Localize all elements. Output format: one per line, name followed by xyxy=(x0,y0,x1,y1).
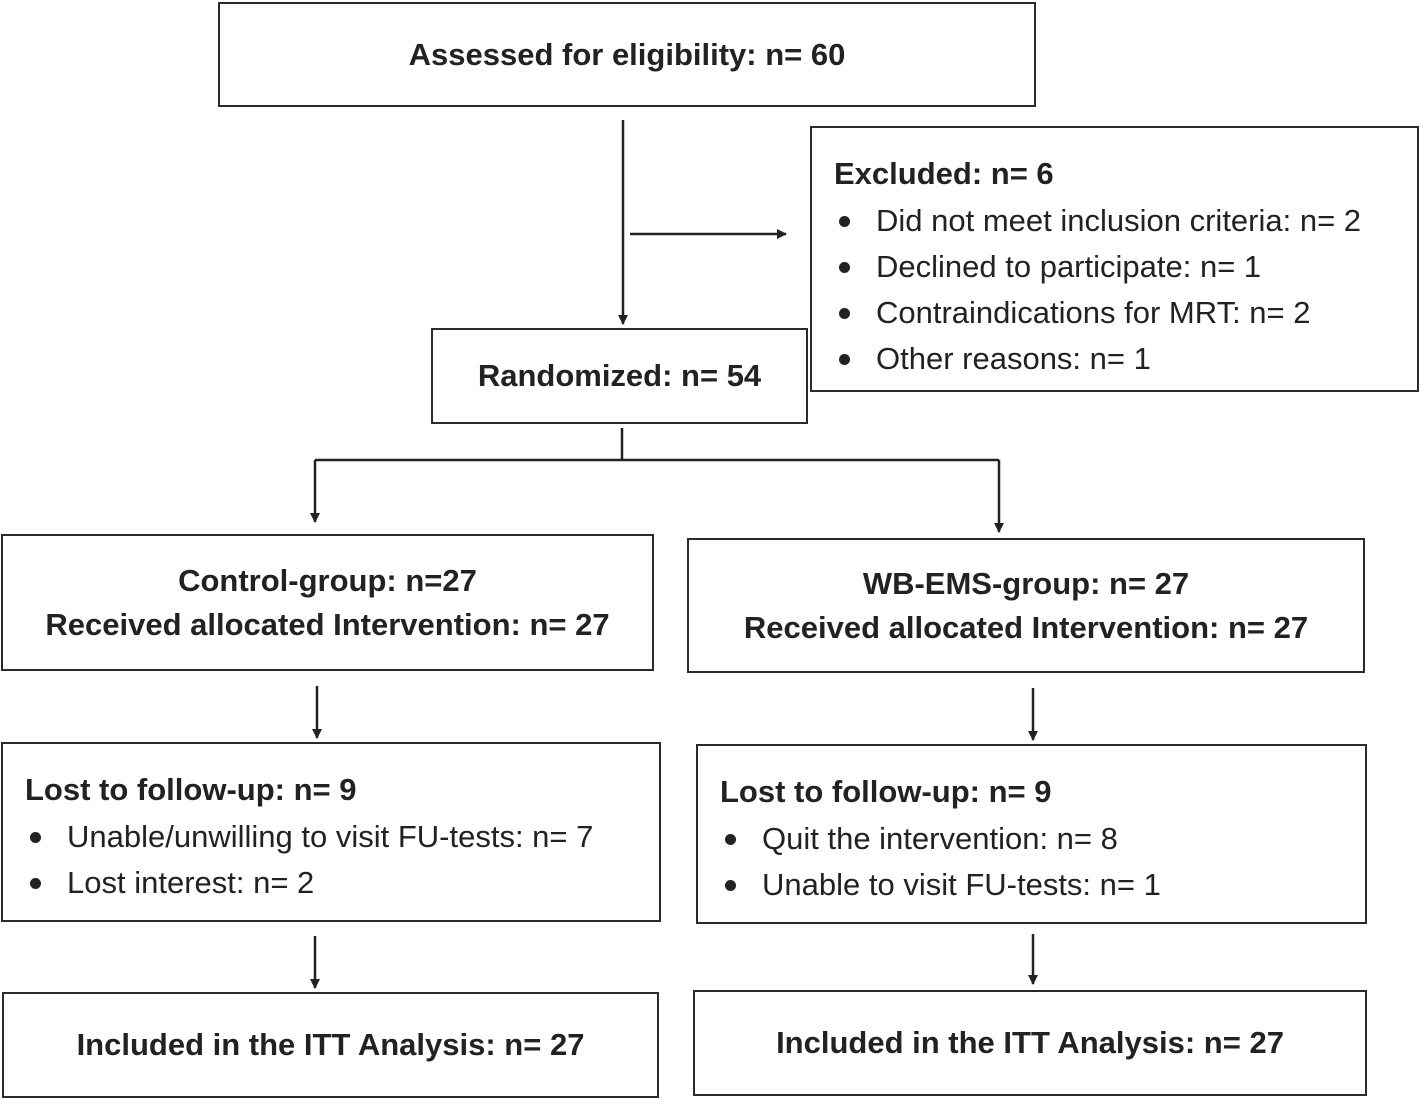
assessed-box: Assessed for eligibility: n= 60 xyxy=(218,2,1036,107)
excluded-title: Excluded: n= 6 xyxy=(834,156,1054,191)
wbems-received-label: Received allocated Intervention: n= 27 xyxy=(743,609,1309,645)
control-itt-box: Included in the ITT Analysis: n= 27 xyxy=(2,992,659,1098)
excluded-list: Did not meet inclusion criteria: n= 2 De… xyxy=(834,198,1395,382)
wbems-lost-list: Quit the intervention: n= 8 Unable to vi… xyxy=(720,816,1343,908)
list-item: Declined to participate: n= 1 xyxy=(834,244,1395,290)
randomized-label: Randomized: n= 54 xyxy=(477,358,762,393)
control-itt-label: Included in the ITT Analysis: n= 27 xyxy=(76,1027,585,1062)
list-item: Unable to visit FU-tests: n= 1 xyxy=(720,862,1343,908)
control-received-label: Received allocated Intervention: n= 27 xyxy=(45,606,610,642)
control-lost-title: Lost to follow-up: n= 9 xyxy=(25,772,357,807)
excluded-box: Excluded: n= 6 Did not meet inclusion cr… xyxy=(810,126,1419,392)
control-group-box: Control-group: n=27 Received allocated I… xyxy=(1,534,654,671)
control-group-label: Control-group: n=27 xyxy=(178,562,477,598)
list-item: Did not meet inclusion criteria: n= 2 xyxy=(834,198,1395,244)
list-item: Unable/unwilling to visit FU-tests: n= 7 xyxy=(25,814,637,860)
list-item: Quit the intervention: n= 8 xyxy=(720,816,1343,862)
control-lost-list: Unable/unwilling to visit FU-tests: n= 7… xyxy=(25,814,637,906)
control-lost-box: Lost to follow-up: n= 9 Unable/unwilling… xyxy=(1,742,661,922)
wbems-lost-title: Lost to follow-up: n= 9 xyxy=(720,774,1052,809)
wbems-lost-box: Lost to follow-up: n= 9 Quit the interve… xyxy=(696,744,1367,924)
list-item: Other reasons: n= 1 xyxy=(834,336,1395,382)
wbems-itt-label: Included in the ITT Analysis: n= 27 xyxy=(776,1025,1284,1060)
list-item: Contraindications for MRT: n= 2 xyxy=(834,290,1395,336)
list-item: Lost interest: n= 2 xyxy=(25,860,637,906)
assessed-label: Assessed for eligibility: n= 60 xyxy=(408,36,846,72)
wbems-itt-box: Included in the ITT Analysis: n= 27 xyxy=(693,990,1367,1096)
wbems-group-label: WB-EMS-group: n= 27 xyxy=(862,565,1190,601)
randomized-box: Randomized: n= 54 xyxy=(431,328,808,424)
wbems-group-box: WB-EMS-group: n= 27 Received allocated I… xyxy=(687,538,1365,673)
